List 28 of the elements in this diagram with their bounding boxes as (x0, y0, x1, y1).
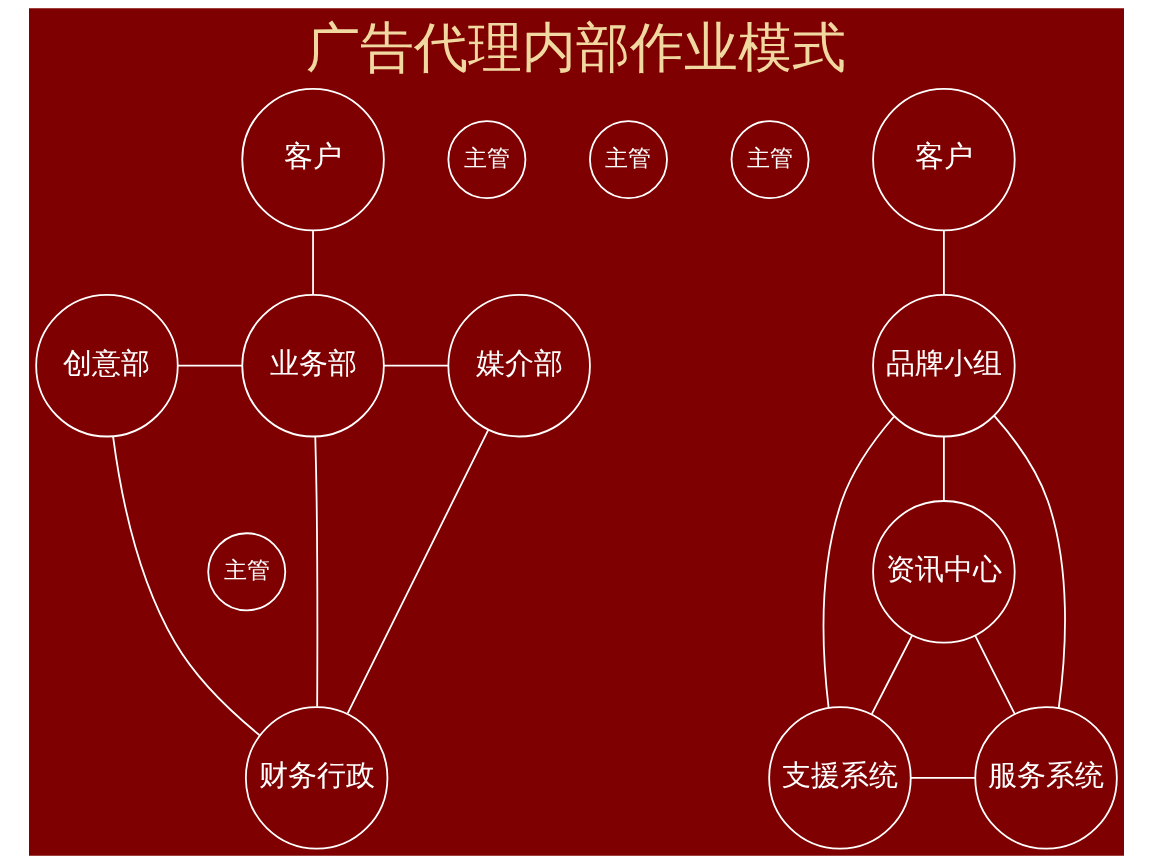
connector (992, 415, 1066, 709)
node-circle: 服务系统 (973, 706, 1118, 850)
node-circle: 主管 (730, 120, 809, 200)
node-circle: 品牌小组 (871, 294, 1016, 438)
node-circle: 财务行政 (244, 706, 388, 850)
diagram-title: 广告代理内部作业模式 (306, 15, 846, 79)
connector (382, 364, 449, 367)
connector (973, 634, 1016, 715)
connector (313, 435, 318, 708)
connector (909, 777, 976, 779)
node-circle: 媒介部 (446, 294, 591, 438)
node-circle: 支援系统 (767, 706, 912, 850)
connector (311, 229, 314, 296)
node-circle: 创意部 (34, 294, 179, 438)
node-circle: 客户 (240, 87, 385, 232)
node-circle: 主管 (446, 120, 526, 200)
connector (870, 634, 913, 715)
node-circle: 主管 (588, 120, 668, 200)
connector (822, 415, 895, 709)
connector (942, 435, 945, 502)
node-circle: 业务部 (240, 294, 385, 438)
node-circle: 资讯中心 (871, 500, 1016, 644)
connector (346, 428, 489, 715)
node-circle: 主管 (206, 532, 286, 612)
connector (111, 435, 260, 736)
connector (942, 229, 945, 296)
connector (176, 364, 243, 367)
node-circle: 客户 (871, 87, 1016, 232)
